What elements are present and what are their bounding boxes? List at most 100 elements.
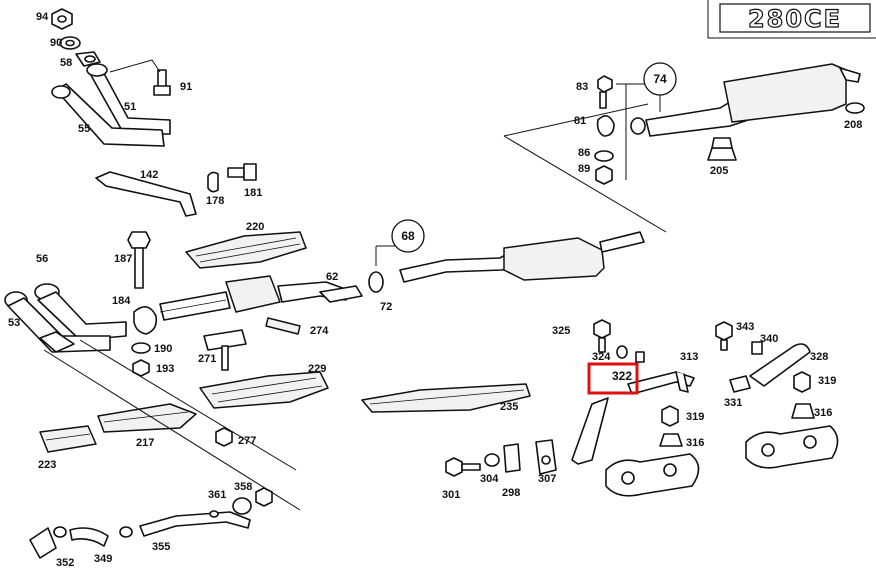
sleeve-331 (729, 375, 751, 393)
hose-349 (69, 527, 109, 547)
bolt-301 (445, 457, 481, 477)
label-319-left: 319 (686, 411, 704, 423)
label-94: 94 (36, 11, 49, 23)
label-89: 89 (578, 163, 590, 175)
washer-304 (484, 453, 500, 467)
clip-178 (207, 171, 219, 193)
pipe-62 (319, 285, 363, 303)
pipe-322 (571, 397, 609, 465)
svg-text:74: 74 (653, 72, 667, 86)
label-316-right: 316 (814, 407, 832, 419)
clamp-72 (368, 271, 384, 293)
label-322: 322 (612, 369, 632, 383)
bolt-181 (227, 163, 257, 181)
nut-190 (131, 342, 151, 354)
front-pipe-left-group (4, 283, 127, 353)
label-271: 271 (198, 353, 216, 365)
pipe-355 (139, 511, 251, 537)
label-313: 313 (680, 351, 698, 363)
sensor-line-group (29, 510, 251, 559)
heat-shield-220 (185, 231, 307, 269)
bracket-142 (95, 171, 197, 217)
label-81: 81 (574, 115, 586, 127)
model-badge-text: 280CE (748, 5, 842, 33)
flange-gasket-right (745, 425, 839, 469)
mount-316-right (791, 403, 815, 419)
rear-muffler (630, 63, 861, 137)
label-58: 58 (60, 57, 72, 69)
label-53: 53 (8, 317, 20, 329)
bolt-83 (597, 75, 613, 109)
label-190: 190 (154, 343, 172, 355)
label-277: 277 (238, 435, 256, 447)
label-193: 193 (156, 363, 174, 375)
label-307: 307 (538, 473, 556, 485)
label-223: 223 (38, 459, 56, 471)
label-325: 325 (552, 325, 570, 337)
bracket-298 (503, 443, 521, 473)
label-51: 51 (124, 101, 136, 113)
label-208: 208 (844, 119, 862, 131)
sensor-352 (29, 527, 57, 559)
callout-68: 68 (391, 219, 425, 253)
label-217: 217 (136, 437, 154, 449)
hose-328 (749, 343, 811, 387)
clip-340 (751, 341, 763, 355)
label-316-left: 316 (686, 437, 704, 449)
mount-205 (707, 147, 737, 161)
clamp-184 (133, 306, 158, 335)
washer-86 (594, 150, 614, 162)
pipe-55 (55, 83, 165, 147)
label-235: 235 (500, 401, 518, 413)
label-55: 55 (78, 123, 90, 135)
label-181: 181 (244, 187, 262, 199)
label-142: 142 (140, 169, 158, 181)
callout-74: 74 (643, 62, 677, 96)
label-56: 56 (36, 253, 48, 265)
label-62: 62 (326, 271, 338, 283)
washer-208 (845, 102, 865, 114)
label-319-right: 319 (818, 375, 836, 387)
mount-361 (232, 497, 252, 515)
hanger-271 (203, 329, 247, 371)
heat-shield-217 (97, 403, 197, 433)
label-304: 304 (480, 473, 499, 485)
highlight-box (587, 362, 639, 395)
label-358: 358 (234, 481, 252, 493)
label-301: 301 (442, 489, 460, 501)
label-72: 72 (380, 301, 392, 313)
label-274: 274 (310, 325, 329, 337)
center-muffler (368, 231, 645, 293)
label-220: 220 (246, 221, 264, 233)
label-90: 90 (50, 37, 62, 49)
label-340: 340 (760, 333, 778, 345)
mount-316-left (659, 433, 683, 447)
label-361: 361 (208, 489, 226, 501)
heat-shield-223 (39, 425, 97, 453)
part-labels: 94 90 58 91 51 55 142 178 181 220 187 56… (8, 11, 862, 569)
bolt-325 (593, 319, 611, 353)
label-187: 187 (114, 253, 132, 265)
pipe-53 (7, 297, 111, 353)
flange-gasket (605, 453, 700, 497)
model-badge: 280CE (707, 0, 876, 39)
bolt-187 (127, 231, 151, 289)
label-91: 91 (180, 81, 192, 93)
label-352: 352 (56, 557, 74, 569)
nut-319-right (793, 371, 811, 393)
heat-shield-235 (361, 383, 531, 413)
nut-277 (215, 427, 233, 447)
label-83: 83 (576, 81, 588, 93)
bolt-343 (715, 321, 733, 351)
front-pipe-group (51, 8, 171, 147)
catalytic-converter (159, 275, 363, 321)
label-324: 324 (592, 351, 611, 363)
bracket-274 (265, 317, 301, 335)
label-178: 178 (206, 195, 224, 207)
svg-text:68: 68 (401, 229, 415, 243)
nut-319-left (661, 405, 679, 427)
label-86: 86 (578, 147, 590, 159)
label-328: 328 (810, 351, 828, 363)
